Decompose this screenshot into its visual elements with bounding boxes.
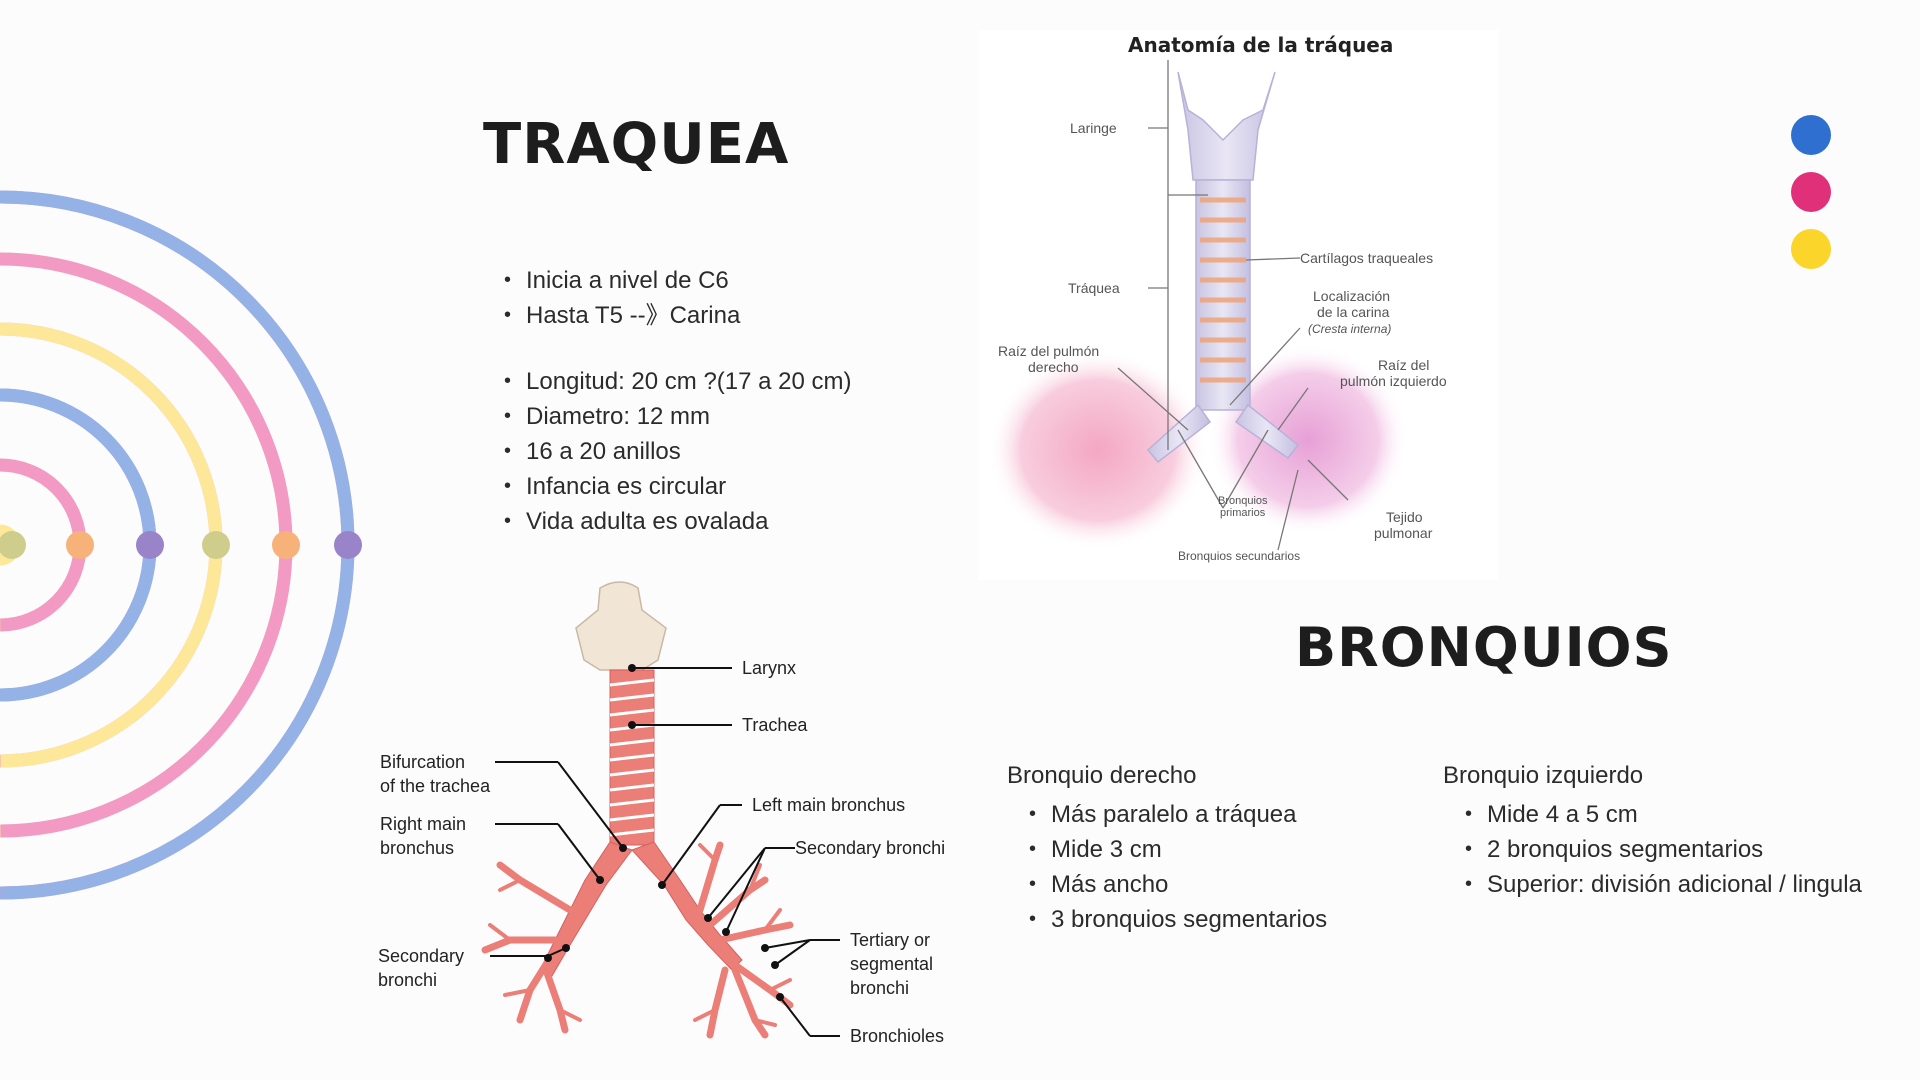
- arc-dot-1: [334, 531, 362, 559]
- arc-dot-4: [136, 531, 164, 559]
- label-bifurcation-1: Bifurcation: [380, 752, 465, 772]
- bronquio-derecho-list: Más paralelo a tráquea Mide 3 cm Más anc…: [1027, 797, 1327, 937]
- label-tejido-2: pulmonar: [1374, 525, 1433, 541]
- label-secondary-l-2: bronchi: [378, 970, 437, 990]
- label-raiz-der-2: derecho: [1028, 359, 1079, 375]
- list-item: Superior: división adicional / lingula: [1463, 867, 1862, 902]
- label-tertiary-1: Tertiary or: [850, 930, 930, 950]
- traquea-bullets-a: Inicia a nivel de C6 Hasta T5 --》Carina: [502, 263, 740, 333]
- trachea-anatomy-diagram: Anatomía de la tráquea Laringe Tráquea C…: [978, 30, 1498, 580]
- list-item: 16 a 20 anillos: [502, 434, 852, 469]
- label-right-main-1: Right main: [380, 814, 466, 834]
- label-raiz-der-1: Raíz del pulmón: [998, 343, 1099, 359]
- list-item: Más ancho: [1027, 867, 1327, 902]
- arc-dot-6: [0, 531, 26, 559]
- label-bronq-prim-2: primarios: [1220, 507, 1266, 519]
- label-bronq-sec: Bronquios secundarios: [1178, 549, 1300, 563]
- list-item: Vida adulta es ovalada: [502, 504, 852, 539]
- label-tertiary-2: segmental: [850, 954, 933, 974]
- list-item: 3 bronquios segmentarios: [1027, 902, 1327, 937]
- diagram-title: Anatomía de la tráquea: [1128, 33, 1393, 57]
- label-carina-1: Localización: [1313, 288, 1390, 304]
- list-item: Infancia es circular: [502, 469, 852, 504]
- label-tejido-1: Tejido: [1386, 509, 1423, 525]
- label-larynx: Larynx: [742, 658, 796, 678]
- list-item: Diametro: 12 mm: [502, 399, 852, 434]
- blue-dot: [1791, 115, 1831, 155]
- label-traquea: Tráquea: [1068, 280, 1120, 296]
- bronchial-tree-illustration: Larynx Trachea Bifurcation of the trache…: [378, 581, 945, 1046]
- arc-dot-2: [272, 531, 300, 559]
- list-item: 2 bronquios segmentarios: [1463, 832, 1862, 867]
- yellow-dot: [1791, 229, 1831, 269]
- bronquio-izquierdo-list: Mide 4 a 5 cm 2 bronquios segmentarios S…: [1463, 797, 1862, 902]
- bronquio-derecho-heading: Bronquio derecho: [1007, 762, 1197, 789]
- list-item: Mide 3 cm: [1027, 832, 1327, 867]
- pink-dot: [1791, 172, 1831, 212]
- label-bronq-prim-1: Bronquios: [1218, 495, 1268, 507]
- traquea-bullets-b: Longitud: 20 cm ?(17 a 20 cm) Diametro: …: [502, 364, 852, 539]
- bronquio-izquierdo-heading: Bronquio izquierdo: [1443, 762, 1644, 789]
- label-raiz-izq-1: Raíz del: [1378, 357, 1429, 373]
- label-bifurcation-2: of the trachea: [380, 776, 491, 796]
- traquea-title: TRAQUEA: [483, 112, 790, 177]
- label-cartilagos: Cartílagos traqueales: [1300, 250, 1433, 266]
- trachea-anatomy-illustration: Anatomía de la tráquea Laringe Tráquea C…: [988, 33, 1447, 563]
- label-secondary-l-1: Secondary: [378, 946, 464, 966]
- label-carina-3: (Cresta interna): [1308, 322, 1391, 336]
- label-trachea: Trachea: [742, 715, 808, 735]
- label-raiz-izq-2: pulmón izquierdo: [1340, 373, 1447, 389]
- list-item: Hasta T5 --》Carina: [502, 298, 740, 333]
- bronchial-tree-diagram: Larynx Trachea Bifurcation of the trache…: [370, 580, 970, 1050]
- label-tertiary-3: bronchi: [850, 978, 909, 998]
- list-item: Más paralelo a tráquea: [1027, 797, 1327, 832]
- list-item: Inicia a nivel de C6: [502, 263, 740, 298]
- label-right-main-2: bronchus: [380, 838, 454, 858]
- bronquios-title: BRONQUIOS: [1295, 616, 1673, 679]
- arc-dot-3: [202, 531, 230, 559]
- decorative-arcs: [0, 190, 362, 900]
- label-secondary-r: Secondary bronchi: [795, 838, 945, 858]
- label-bronchioles: Bronchioles: [850, 1026, 944, 1046]
- label-left-main: Left main bronchus: [752, 795, 905, 815]
- arc-dot-5: [66, 531, 94, 559]
- list-item: Longitud: 20 cm ?(17 a 20 cm): [502, 364, 852, 399]
- list-item: Mide 4 a 5 cm: [1463, 797, 1862, 832]
- label-carina-2: de la carina: [1317, 304, 1390, 320]
- label-laringe: Laringe: [1070, 120, 1117, 136]
